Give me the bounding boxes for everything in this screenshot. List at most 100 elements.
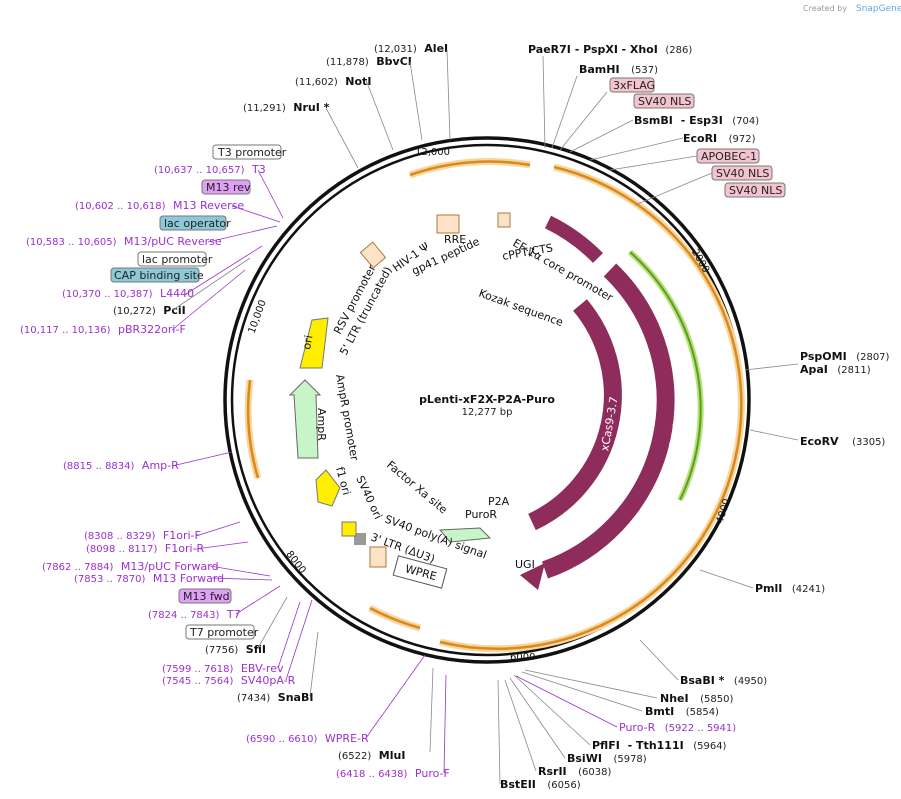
svg-text:PaeR7I - PspXI - XhoI (286): PaeR7I - PspXI - XhoI (286)	[528, 43, 692, 56]
rre-box[interactable]	[436, 214, 460, 234]
primer-m13-reverse: M13 Reverse	[173, 199, 244, 212]
credit-text: Created by	[803, 4, 847, 13]
svg-text:(10,637 .. 10,657) T3: (10,637 .. 10,657) T3	[154, 163, 266, 176]
site-bsmbi: BsmBI	[634, 114, 673, 127]
svg-text:EcoRV (3305): EcoRV (3305)	[800, 435, 885, 448]
site-rsrii: RsrII	[538, 765, 567, 778]
svg-text:NheI (5850): NheI (5850)	[660, 692, 733, 705]
svg-text:PspOMI (2807): PspOMI (2807)	[800, 350, 890, 363]
svg-text:BsiWI (5978): BsiWI (5978)	[567, 752, 647, 765]
svg-text:(11,878) BbvCI: (11,878) BbvCI	[326, 55, 412, 68]
wpre-box[interactable]	[392, 555, 448, 589]
sv40-nls-1-box	[633, 93, 695, 109]
primer-ebv-rev: EBV-rev	[241, 662, 284, 675]
svg-text:(10,583 .. 10,605) M13/pUC Rev: (10,583 .. 10,605) M13/pUC Reverse	[26, 235, 222, 248]
orf-arrow-cas9	[439, 165, 743, 650]
ltr3-box[interactable]	[369, 546, 387, 568]
site-pmli: PmlI	[755, 582, 782, 595]
label-t3-promoter: T3 promoter	[217, 146, 287, 159]
svg-text:BamHI (537): BamHI (537)	[579, 63, 658, 76]
xcas9-arrow[interactable]	[528, 299, 622, 531]
m13-fwd-box	[178, 588, 232, 604]
primer-sv40pa-r: SV40pA-R	[241, 674, 296, 687]
label-m13-rev: M13 rev	[206, 181, 251, 194]
svg-text:PflFI - Tth111I (5964): PflFI - Tth111I (5964)	[592, 739, 727, 752]
site-ecori: EcoRI	[683, 132, 717, 145]
boxed-labels: T3 promoter M13 rev lac operator lac pro…	[110, 77, 786, 640]
m13-rev-box	[201, 179, 251, 195]
sv40-ori-box[interactable]	[341, 521, 357, 537]
feature-sv40-ori: SV40 ori	[353, 474, 384, 521]
site-nrui: NruI *	[293, 101, 329, 114]
plasmid-size: 12,277 bp	[462, 407, 513, 418]
cas9-arrow[interactable]	[542, 263, 675, 579]
svg-text:ApaI (2811): ApaI (2811)	[800, 363, 871, 376]
flag-box	[609, 77, 655, 93]
label-sv40-nls-3: SV40 NLS	[729, 184, 782, 197]
site-apai: ApaI	[800, 363, 828, 376]
site-bsabi: BsaBI *	[680, 674, 725, 687]
lac-operator-box	[159, 215, 227, 231]
site-mlui: MluI	[379, 749, 406, 762]
label-lac-promoter: lac promoter	[142, 253, 213, 266]
svg-text:BmtI (5854): BmtI (5854)	[645, 705, 719, 718]
site-pcii: PciI	[163, 304, 185, 317]
orange-arrow-bottom	[369, 606, 421, 630]
site-bsiwi: BsiWI	[567, 752, 602, 765]
svg-text:BsmBI - Esp3I (704): BsmBI - Esp3I (704)	[634, 114, 759, 127]
primer-m13-puc-forward: M13/pUC Forward	[121, 560, 219, 573]
site-pspomi: PspOMI	[800, 350, 847, 363]
primer-t7: T7	[226, 608, 241, 621]
ampr-arrow[interactable]	[288, 379, 322, 459]
tick-12000: 12,000	[415, 147, 450, 158]
ef1a-cas9-arrow-start	[544, 215, 604, 263]
label-m13-fwd: M13 fwd	[183, 590, 230, 603]
svg-text:(6590 .. 6610) WPRE-R: (6590 .. 6610) WPRE-R	[246, 732, 369, 745]
restriction-sites-right: PaeR7I - PspXI - XhoI (286) BamHI (537) …	[500, 43, 890, 791]
primer-t3: T3	[251, 163, 266, 176]
puror-arrow[interactable]	[438, 527, 492, 543]
primer-pbr322ori-f: pBR322ori-F	[118, 323, 186, 336]
svg-text:(10,272) PciI: (10,272) PciI	[113, 304, 186, 317]
primer-puro-r: Puro-R	[619, 721, 656, 734]
svg-text:(8098 .. 8117) F1ori-R: (8098 .. 8117) F1ori-R	[86, 542, 205, 555]
restriction-sites-left: (6522) MluI (7434) SnaBI (7756) SfiI (10…	[113, 42, 448, 762]
svg-text:(11,602) NotI: (11,602) NotI	[295, 75, 371, 88]
svg-text:EcoRI (972): EcoRI (972)	[683, 132, 756, 145]
wpre-box-group[interactable]: WPRE	[392, 555, 448, 589]
svg-text:(7545 .. 7564) SV40pA-R: (7545 .. 7564) SV40pA-R	[162, 674, 296, 687]
svg-text:(8815 .. 8834) Amp-R: (8815 .. 8834) Amp-R	[63, 459, 179, 472]
svg-text:(7824 .. 7843) T7: (7824 .. 7843) T7	[148, 608, 241, 621]
plasmid-name: pLenti-xF2X-P2A-Puro	[419, 393, 555, 406]
primer-f1ori-r: F1ori-R	[165, 542, 205, 555]
ori-arrow[interactable]	[299, 317, 329, 369]
feature-ampr-promoter: AmpR promoter	[333, 373, 361, 462]
cppt-box[interactable]	[497, 212, 511, 228]
svg-text:Puro-R (5922 .. 5941): Puro-R (5922 .. 5941)	[619, 721, 736, 734]
primer-m13-forward: M13 Forward	[153, 572, 224, 585]
primer-m13-puc-reverse: M13/pUC Reverse	[124, 235, 222, 248]
leader-lines	[172, 49, 799, 785]
svg-text:(7853 .. 7870) M13 Forward: (7853 .. 7870) M13 Forward	[74, 572, 224, 585]
feature-cas9: Cas9	[667, 421, 685, 450]
primer-leader-lines	[171, 169, 618, 774]
site-pflfi: PflFI	[592, 739, 620, 752]
f1-ori-arrow[interactable]	[315, 469, 341, 507]
label-sv40-nls-2: SV40 NLS	[716, 167, 769, 180]
svg-text:BstEII (6056): BstEII (6056)	[500, 778, 581, 791]
feature-ugi: UGI	[515, 558, 535, 571]
ugi-arrow[interactable]	[520, 563, 545, 590]
svg-text:BsaBI * (4950): BsaBI * (4950)	[680, 674, 767, 687]
svg-text:(12,031) AleI: (12,031) AleI	[374, 42, 448, 55]
primer-l4440: L4440	[160, 287, 194, 300]
svg-text:(8308 .. 8329) F1ori-F: (8308 .. 8329) F1ori-F	[84, 529, 201, 542]
orange-arrow-left	[246, 379, 260, 479]
hiv-psi-box[interactable]	[359, 241, 387, 269]
site-bmti: BmtI	[645, 705, 674, 718]
svg-text:(6522) MluI: (6522) MluI	[338, 749, 405, 762]
site-alei: AleI	[424, 42, 448, 55]
primer-puro-f: Puro-F	[415, 767, 450, 780]
primer-f1ori-f: F1ori-F	[163, 529, 201, 542]
sv40-polya-box[interactable]	[354, 533, 366, 545]
svg-text:(10,370 .. 10,387) L4440: (10,370 .. 10,387) L4440	[62, 287, 194, 300]
